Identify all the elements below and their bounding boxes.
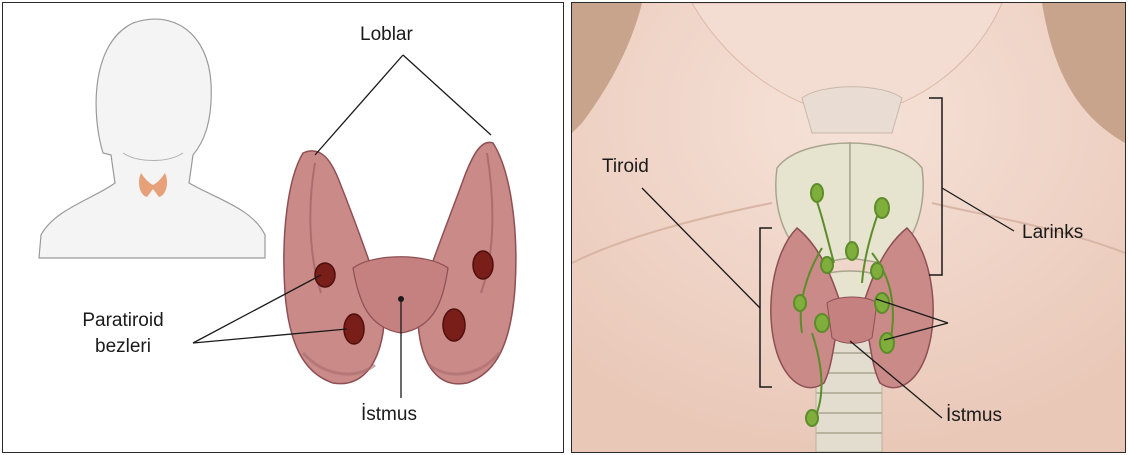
right-panel: Tiroid Larinks İstmus — [571, 2, 1126, 453]
parathyroid-label-line1: Paratiroid — [58, 310, 188, 332]
isthmus-marker — [398, 296, 404, 302]
thyroid-gland — [284, 142, 516, 383]
parathyroid-upper-right — [473, 251, 493, 279]
parathyroid-lower-right — [443, 309, 465, 341]
parathyroid-upper-left — [315, 263, 335, 287]
isthmus-label-right: İstmus — [946, 405, 1002, 427]
left-panel: Loblar Paratiroid bezleri İstmus — [2, 2, 564, 453]
thyroid-gland-illustration — [3, 3, 563, 452]
lobes-label: Loblar — [360, 24, 413, 46]
larynx-label: Larinks — [1022, 222, 1083, 244]
human-silhouette — [39, 19, 265, 258]
isthmus-label-left: İstmus — [361, 404, 417, 426]
thyroid-label: Tiroid — [602, 156, 649, 178]
parathyroid-label-line2: bezleri — [58, 336, 188, 358]
